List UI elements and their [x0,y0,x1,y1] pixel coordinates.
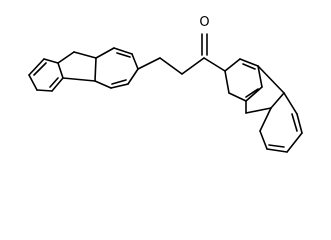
bond [239,58,259,67]
bond [296,113,303,134]
bond [33,62,47,76]
bond-lines [28,33,303,153]
bond [181,57,205,75]
bond [94,57,97,82]
bond [259,107,272,132]
bond [62,77,96,82]
bond [245,88,259,98]
bond [245,86,263,102]
bond [116,52,131,58]
atom-labels: O [199,15,209,30]
bond [286,132,303,153]
bond [110,83,129,89]
bond [95,47,115,59]
carbonyl-oxygen-label: O [199,15,209,30]
bond [137,57,161,70]
bond [242,63,256,70]
bond [51,77,64,92]
bond [73,51,97,59]
bond [43,58,59,64]
bond [57,51,75,64]
bond [268,144,285,148]
bond [57,62,64,79]
bond [127,68,139,85]
bond [203,57,226,72]
bond [228,92,247,102]
bond [36,89,53,92]
bond [28,74,38,91]
bond [113,47,133,55]
bond [257,65,263,88]
bond [270,92,285,109]
bond [257,65,285,94]
bond [111,79,127,85]
bond [224,70,230,94]
bond [131,53,139,70]
bond [224,58,241,72]
bond [49,77,59,88]
molecule-structure: O [28,15,303,153]
bond [28,58,45,76]
bond [245,107,272,114]
bond [266,148,288,153]
bond [283,92,298,115]
bond [94,80,112,89]
bond [259,130,268,150]
bond [291,113,298,132]
bond [159,57,183,75]
